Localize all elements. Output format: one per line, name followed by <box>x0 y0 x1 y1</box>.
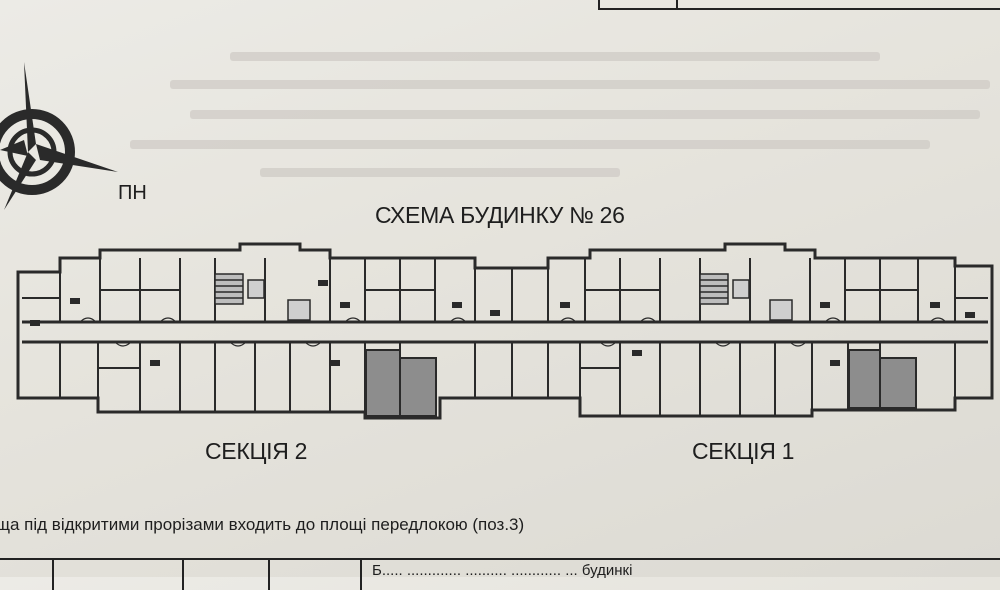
section-1-label: СЕКЦІЯ 1 <box>692 438 795 464</box>
stair-core <box>214 273 793 321</box>
north-label: ПН <box>118 182 147 204</box>
section-2-label: СЕКЦІЯ 2 <box>205 438 308 464</box>
diagram-title: СХЕМА БУДИНКУ № 26 <box>375 202 625 228</box>
building-outline <box>16 242 994 420</box>
south-partitions <box>59 342 956 418</box>
bottom-table-fragment <box>0 558 1000 590</box>
bottom-table-text: Б..... ............. .......... ........… <box>372 562 633 579</box>
faint-text-line <box>170 80 990 89</box>
footnote: ща під відкритими прорізами входить до п… <box>0 515 525 534</box>
floor-plan <box>16 242 994 420</box>
faint-text-line <box>190 110 980 119</box>
highlighted-room <box>879 357 917 409</box>
faint-text-line <box>260 168 620 177</box>
faint-text-line <box>230 52 880 61</box>
highlighted-room <box>365 349 401 417</box>
north-partitions <box>22 258 988 322</box>
door-swings <box>79 317 947 347</box>
compass-icon <box>0 62 118 210</box>
top-table-fragment <box>598 0 1000 10</box>
bath-fixtures <box>30 280 975 366</box>
highlighted-room <box>399 357 437 417</box>
highlighted-room <box>848 349 881 409</box>
faint-text-line <box>130 140 930 149</box>
